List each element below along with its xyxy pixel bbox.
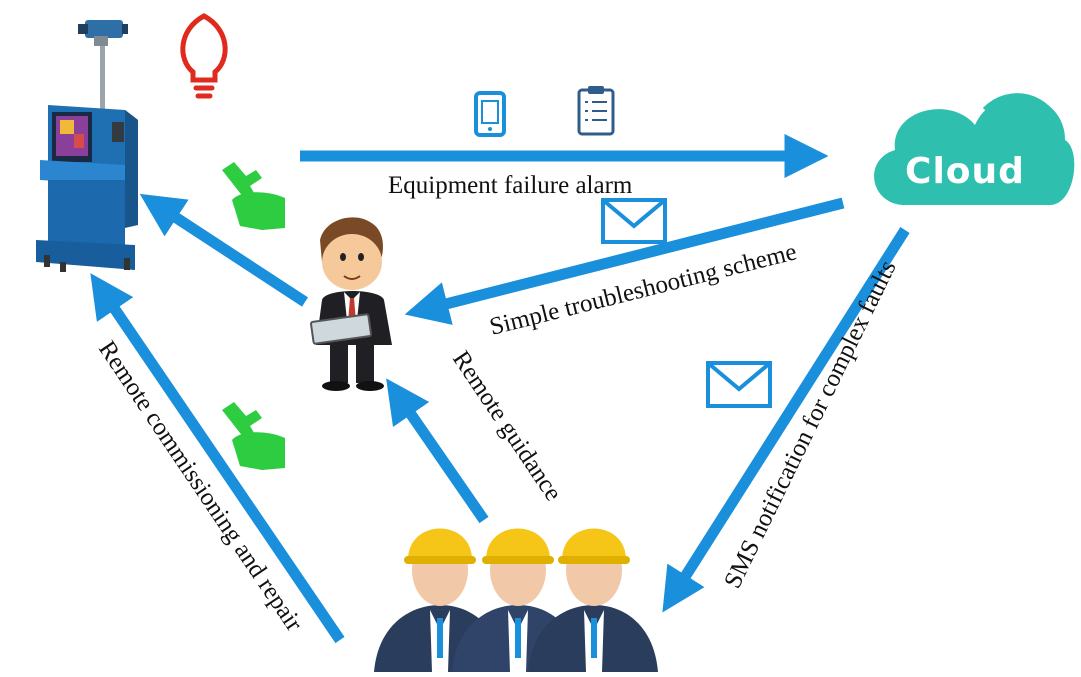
envelope-icon — [706, 361, 772, 408]
cloud-icon: Cloud — [874, 93, 1075, 205]
label-equipment-failure-alarm: Equipment failure alarm — [388, 172, 633, 199]
label-sms-notification: SMS notification for complex faults — [719, 256, 902, 592]
label-remote-commissioning: Remote commissioning and repair — [93, 336, 308, 637]
wrench-hand-icon — [222, 162, 285, 230]
label-remote-guidance: Remote guidance — [447, 346, 567, 506]
arrow-remote-guidance — [386, 378, 489, 524]
arrow-simple-troubleshooting — [404, 197, 845, 325]
arrow-sms-notification — [662, 227, 910, 613]
lightbulb-icon — [180, 13, 228, 99]
arrow-engineer-to-device — [139, 193, 309, 307]
businessman-icon — [310, 217, 392, 391]
maintenance-workers-icon — [374, 528, 658, 672]
arrow-remote-commissioning — [90, 273, 345, 644]
envelope-icon — [601, 198, 667, 244]
equipment-kiosk-icon — [36, 20, 138, 272]
cloud-label: Cloud — [905, 151, 1025, 192]
wrench-hand-icon — [222, 402, 285, 470]
phone-icon — [474, 91, 506, 137]
clipboard-icon — [577, 86, 615, 136]
